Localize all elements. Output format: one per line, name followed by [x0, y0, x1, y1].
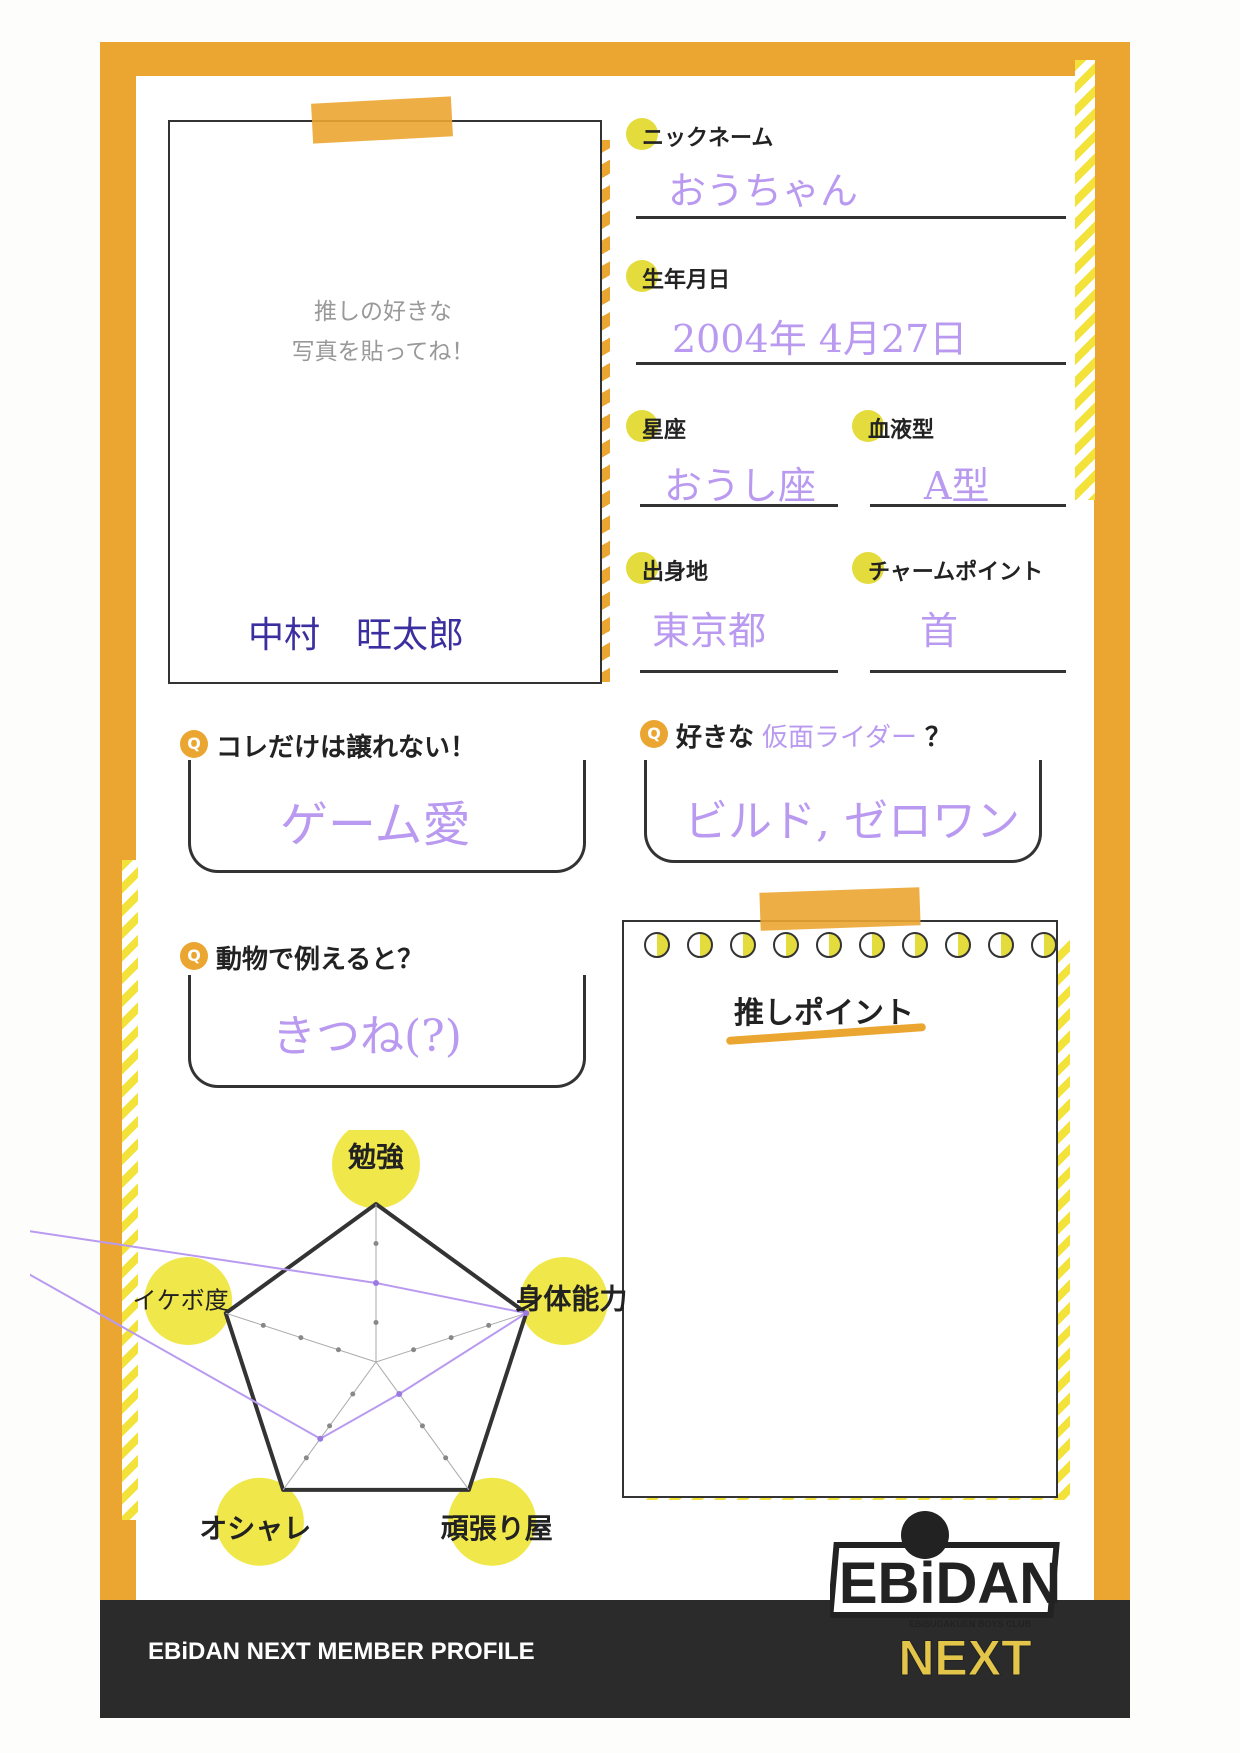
axis-label-bubble — [144, 1256, 233, 1345]
charm-value: 首 — [920, 609, 959, 653]
question-label: 動物で例えると？ — [216, 945, 424, 975]
axis-label: オシャレ — [199, 1512, 311, 1545]
ring-hole — [1031, 932, 1057, 958]
radar-tick-dot — [443, 1455, 449, 1461]
svg-text:EBiDAN: EBiDAN — [839, 1551, 1061, 1616]
ebidan-next-logo: EBiDAN EBISUGAKUEN BOYS CLUB NEXT — [830, 1511, 1061, 1685]
zodiac-label: 星座 — [642, 418, 687, 443]
radar-tick-dot — [419, 1423, 425, 1429]
footer-band — [100, 1600, 1130, 1718]
radar-tick-dot — [373, 1241, 379, 1246]
birthday-label: 生年月日 — [642, 268, 731, 293]
speech-bubble — [188, 760, 586, 873]
footer-title: EBiDAN NEXT MEMBER PROFILE — [148, 1638, 535, 1665]
axis-label-bubble — [519, 1256, 608, 1345]
radar-point — [317, 1435, 324, 1442]
photo-prompt-line: 推しの好きな — [314, 299, 452, 325]
question-label-post: ？ — [924, 723, 951, 753]
radar-tick-dot — [335, 1347, 341, 1353]
q-badge: Q — [180, 730, 208, 758]
hometown-value: 東京都 — [652, 609, 767, 653]
ring-hole — [988, 932, 1014, 958]
axis-label: 勉強 — [347, 1141, 404, 1174]
radar-point — [373, 1280, 379, 1286]
radar-tick-dot — [448, 1335, 454, 1341]
ring-hole — [945, 932, 971, 958]
radar-tick-dot — [373, 1320, 379, 1325]
tape-decoration — [311, 96, 453, 144]
stripe-decoration — [600, 140, 610, 682]
ring-hole — [816, 932, 842, 958]
ring-hole — [773, 932, 799, 958]
radar-tick-dot — [260, 1322, 266, 1328]
question-label-pre: 好きな — [676, 723, 755, 753]
ring-hole — [902, 932, 928, 958]
zodiac-value: おうし座 — [664, 464, 817, 508]
speech-bubble — [188, 975, 586, 1088]
question-label: 好きな仮面ライダー？ — [676, 717, 951, 754]
birthday-value: 2004年 4月27日 — [672, 317, 968, 361]
question-answer: きつね(?) — [272, 1011, 462, 1062]
radar-tick-dot — [411, 1347, 417, 1353]
radar-tick-dot — [486, 1322, 492, 1328]
blood-value: A型 — [924, 464, 990, 508]
axis-label: 頑張り屋 — [441, 1512, 553, 1545]
hometown-label: 出身地 — [642, 560, 709, 585]
question-label: コレだけは譲れない！ — [216, 733, 477, 763]
ring-hole — [687, 932, 713, 958]
stripe-decoration — [122, 860, 138, 1520]
axis-label: 身体能力 — [515, 1283, 627, 1316]
axis-label-bubble — [448, 1477, 537, 1566]
axis-label-bubble — [215, 1477, 304, 1566]
question-answer: ビルド, ゼロワン — [684, 796, 1020, 847]
svg-text:NEXT: NEXT — [898, 1630, 1031, 1685]
radar-tick-dot — [303, 1455, 309, 1461]
oshi-point-note — [622, 920, 1058, 1498]
ring-hole — [859, 932, 885, 958]
q-badge: Q — [180, 942, 208, 970]
stripe-decoration — [1075, 60, 1095, 500]
radar-tick-dot — [298, 1335, 304, 1341]
axis-label: イケボ度 — [133, 1287, 229, 1315]
nickname-label: ニックネーム — [642, 126, 774, 151]
member-name: 中村 旺太郎 — [248, 615, 465, 656]
photo-frame — [168, 120, 602, 684]
question-label-fill: 仮面ライダー — [762, 723, 917, 753]
tape-decoration — [759, 887, 921, 931]
question-answer: ゲーム愛 — [280, 797, 471, 853]
radar-tick-dot — [327, 1423, 333, 1429]
charm-label: チャームポイント — [868, 560, 1044, 585]
nickname-value: おうちゃん — [668, 169, 859, 213]
radar-point — [523, 1310, 530, 1317]
svg-text:EBISUGAKUEN BOYS CLUB: EBISUGAKUEN BOYS CLUB — [909, 1619, 1032, 1629]
radar-point — [396, 1390, 403, 1397]
axis-label-bubble — [332, 1130, 420, 1209]
photo-prompt-line: 写真を貼ってね！ — [291, 339, 475, 365]
blood-label: 血液型 — [868, 418, 935, 443]
photo-prompt: 推しの好きな 写真を貼ってね！ — [168, 292, 598, 372]
ring-hole — [730, 932, 756, 958]
radar-tick-dot — [350, 1391, 356, 1397]
ring-hole — [644, 932, 670, 958]
speech-bubble — [644, 760, 1042, 863]
q-badge: Q — [640, 720, 668, 748]
radar-series-line — [30, 1230, 529, 1440]
